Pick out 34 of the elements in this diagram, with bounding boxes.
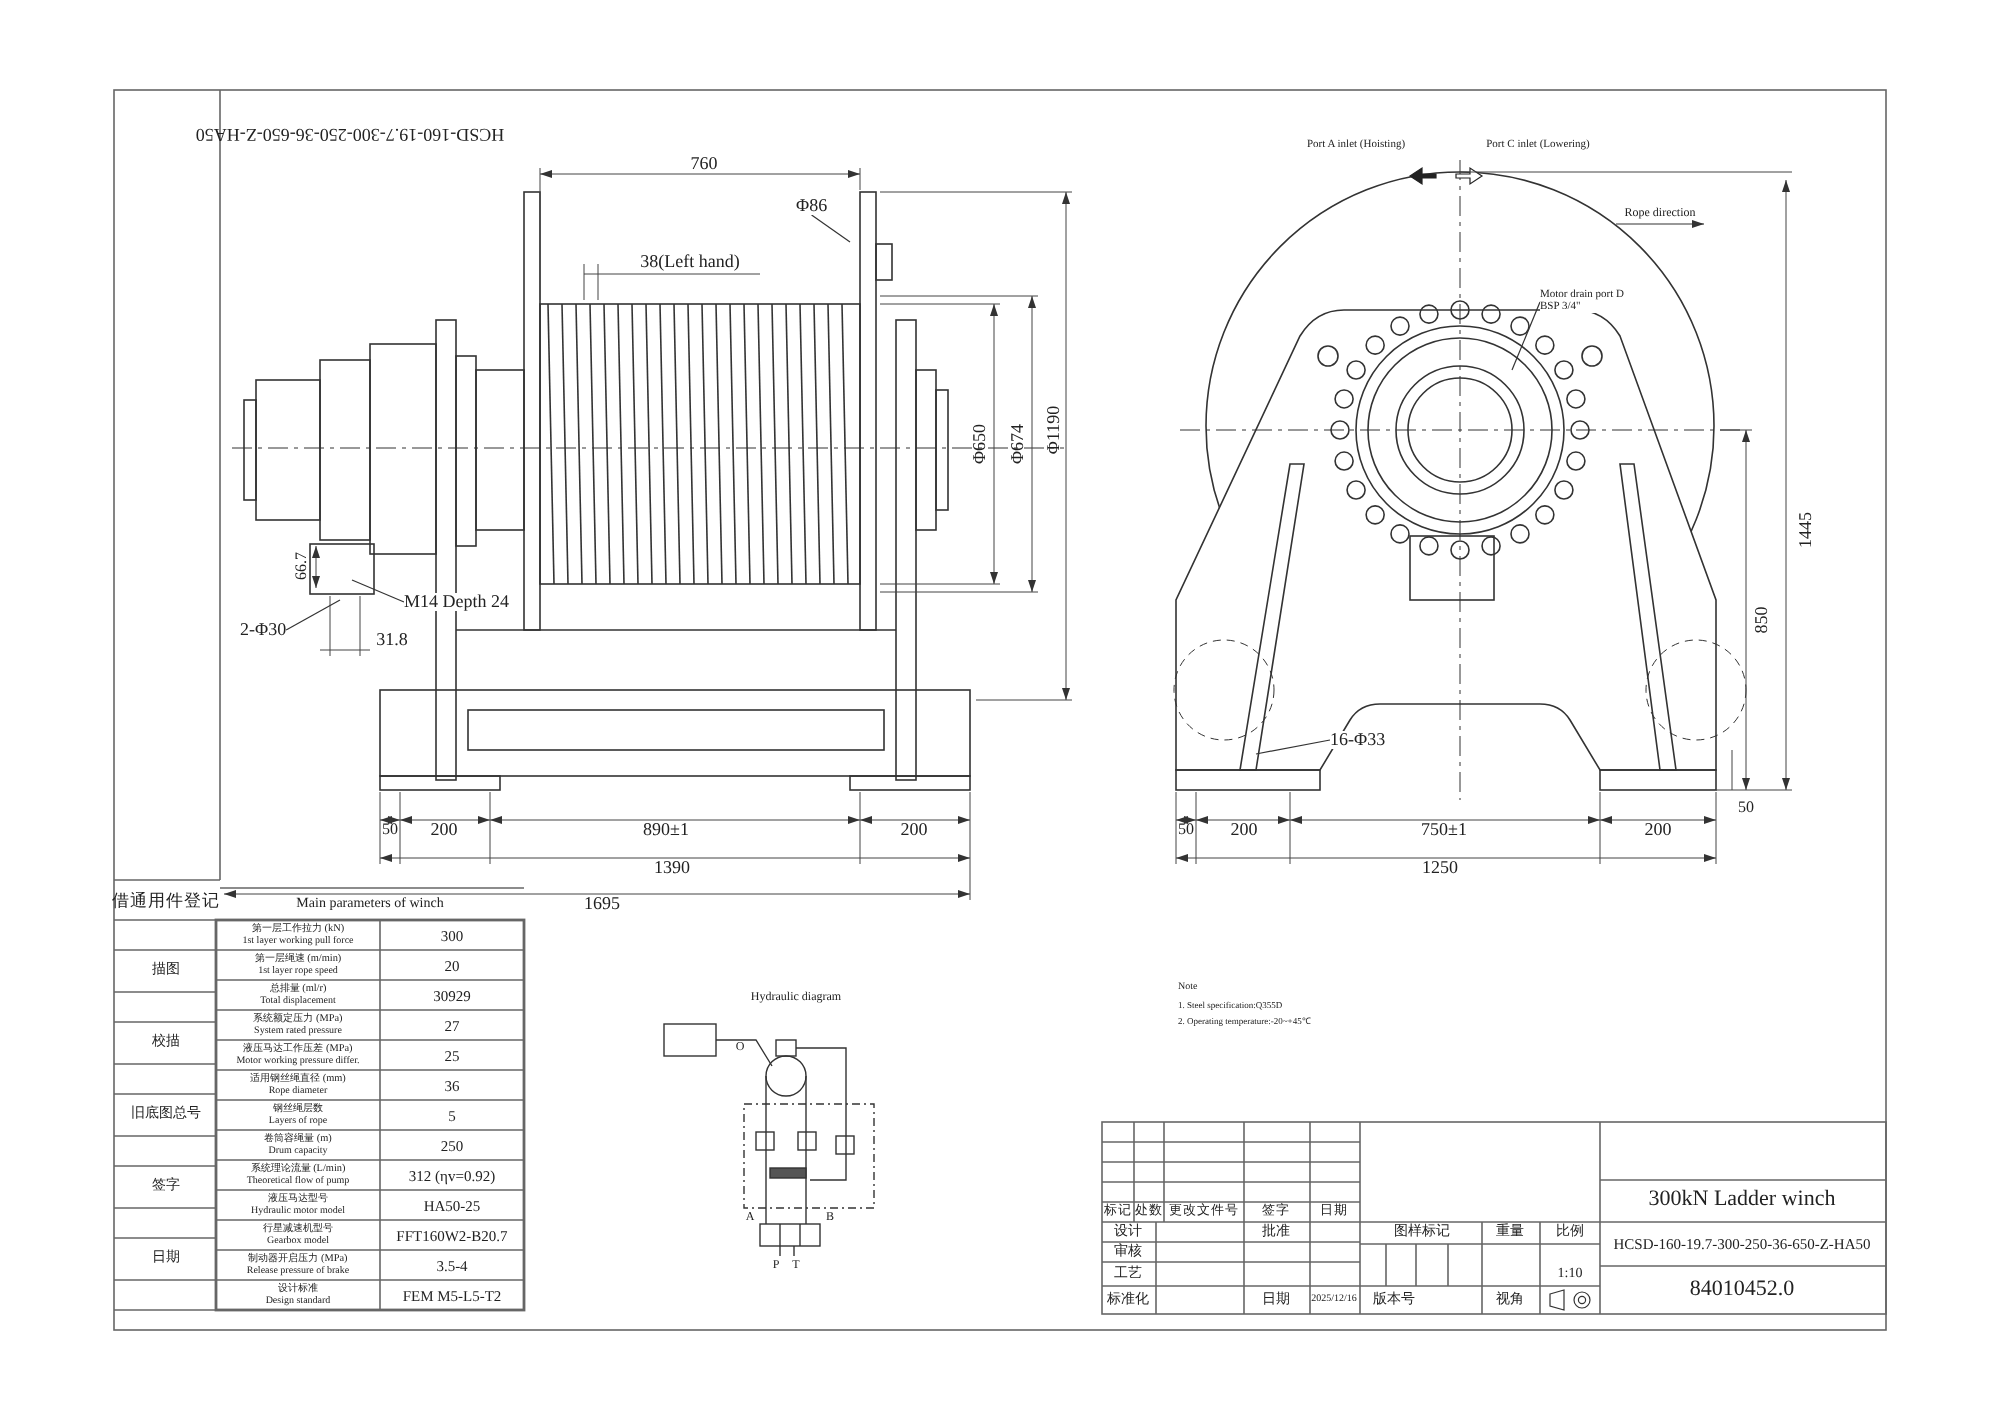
callout-text: M14 Depth 24 — [404, 593, 509, 611]
part-number: HCSD-160-19.7-300-250-36-650-Z-HA50 — [195, 125, 505, 143]
dimension-label: Φ674 — [1009, 423, 1027, 465]
dimension-label: 1445 — [1797, 512, 1815, 548]
callout-text: 2-Φ30 — [240, 621, 287, 639]
leader-line — [351, 579, 405, 603]
dimension-label: 200 — [1230, 821, 1258, 839]
dimension-label: 50 — [1178, 822, 1194, 838]
dimension-label: 1390 — [654, 859, 690, 877]
dimension-label: 1695 — [584, 895, 620, 913]
leader-line — [1255, 739, 1331, 755]
dimension-label: 38(Left hand) — [640, 253, 740, 271]
dimension-label: 850 — [1753, 606, 1771, 634]
callout-text: 16-Φ33 — [1330, 731, 1386, 749]
dimension-label: 200 — [430, 821, 458, 839]
leader-line — [285, 599, 341, 631]
dimension-label: 750±1 — [1421, 821, 1467, 839]
callout-text: Φ86 — [796, 197, 828, 215]
dimension-label: 66.7 — [294, 552, 310, 580]
dimension-label: 31.8 — [376, 631, 408, 649]
dimension-label: 200 — [900, 821, 928, 839]
leader-line — [1511, 301, 1541, 371]
leader-line — [811, 214, 851, 243]
drawing-number: 84010452.0 — [1689, 1279, 1795, 1301]
register-heading: 借通用件登记 — [112, 891, 220, 909]
dimension-label: 890±1 — [643, 821, 689, 839]
dimension-label: 200 — [1644, 821, 1672, 839]
dimension-label: 50 — [1738, 800, 1754, 816]
dimension-label: 50 — [382, 822, 398, 838]
dimension-label: 1250 — [1422, 859, 1458, 877]
dimension-label: Φ650 — [971, 423, 989, 465]
drawing-title: 300kN Ladder winch — [1648, 1189, 1836, 1211]
dimension-label: 760 — [690, 155, 718, 173]
dimension-label: Φ1190 — [1045, 405, 1063, 455]
